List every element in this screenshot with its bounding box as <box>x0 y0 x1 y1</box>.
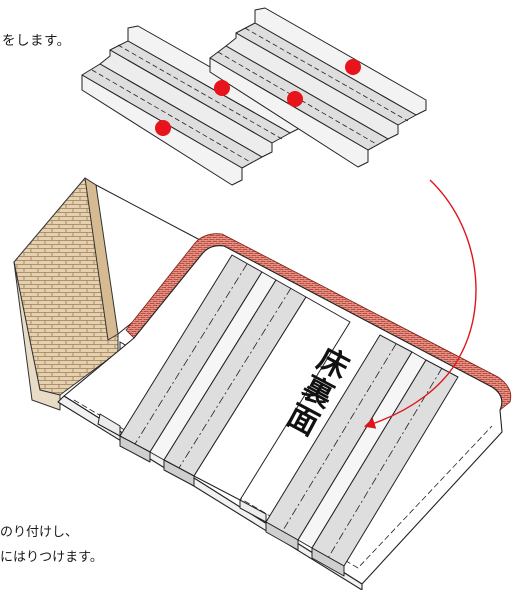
placement-arrow <box>363 179 477 429</box>
floor-strips <box>97 254 459 577</box>
glue-dot-3 <box>345 59 361 75</box>
brick-wall <box>13 177 119 411</box>
glue-markers <box>155 59 361 136</box>
instruction-text-bottom-1: のり付けし、 <box>0 525 79 540</box>
instruction-text-bottom-2: にはりつけます。 <box>0 550 103 565</box>
glue-dot-2 <box>155 120 171 136</box>
glue-dot-1 <box>214 80 230 96</box>
glue-dot-4 <box>287 91 303 107</box>
instruction-text-top: をします。 <box>2 33 71 49</box>
